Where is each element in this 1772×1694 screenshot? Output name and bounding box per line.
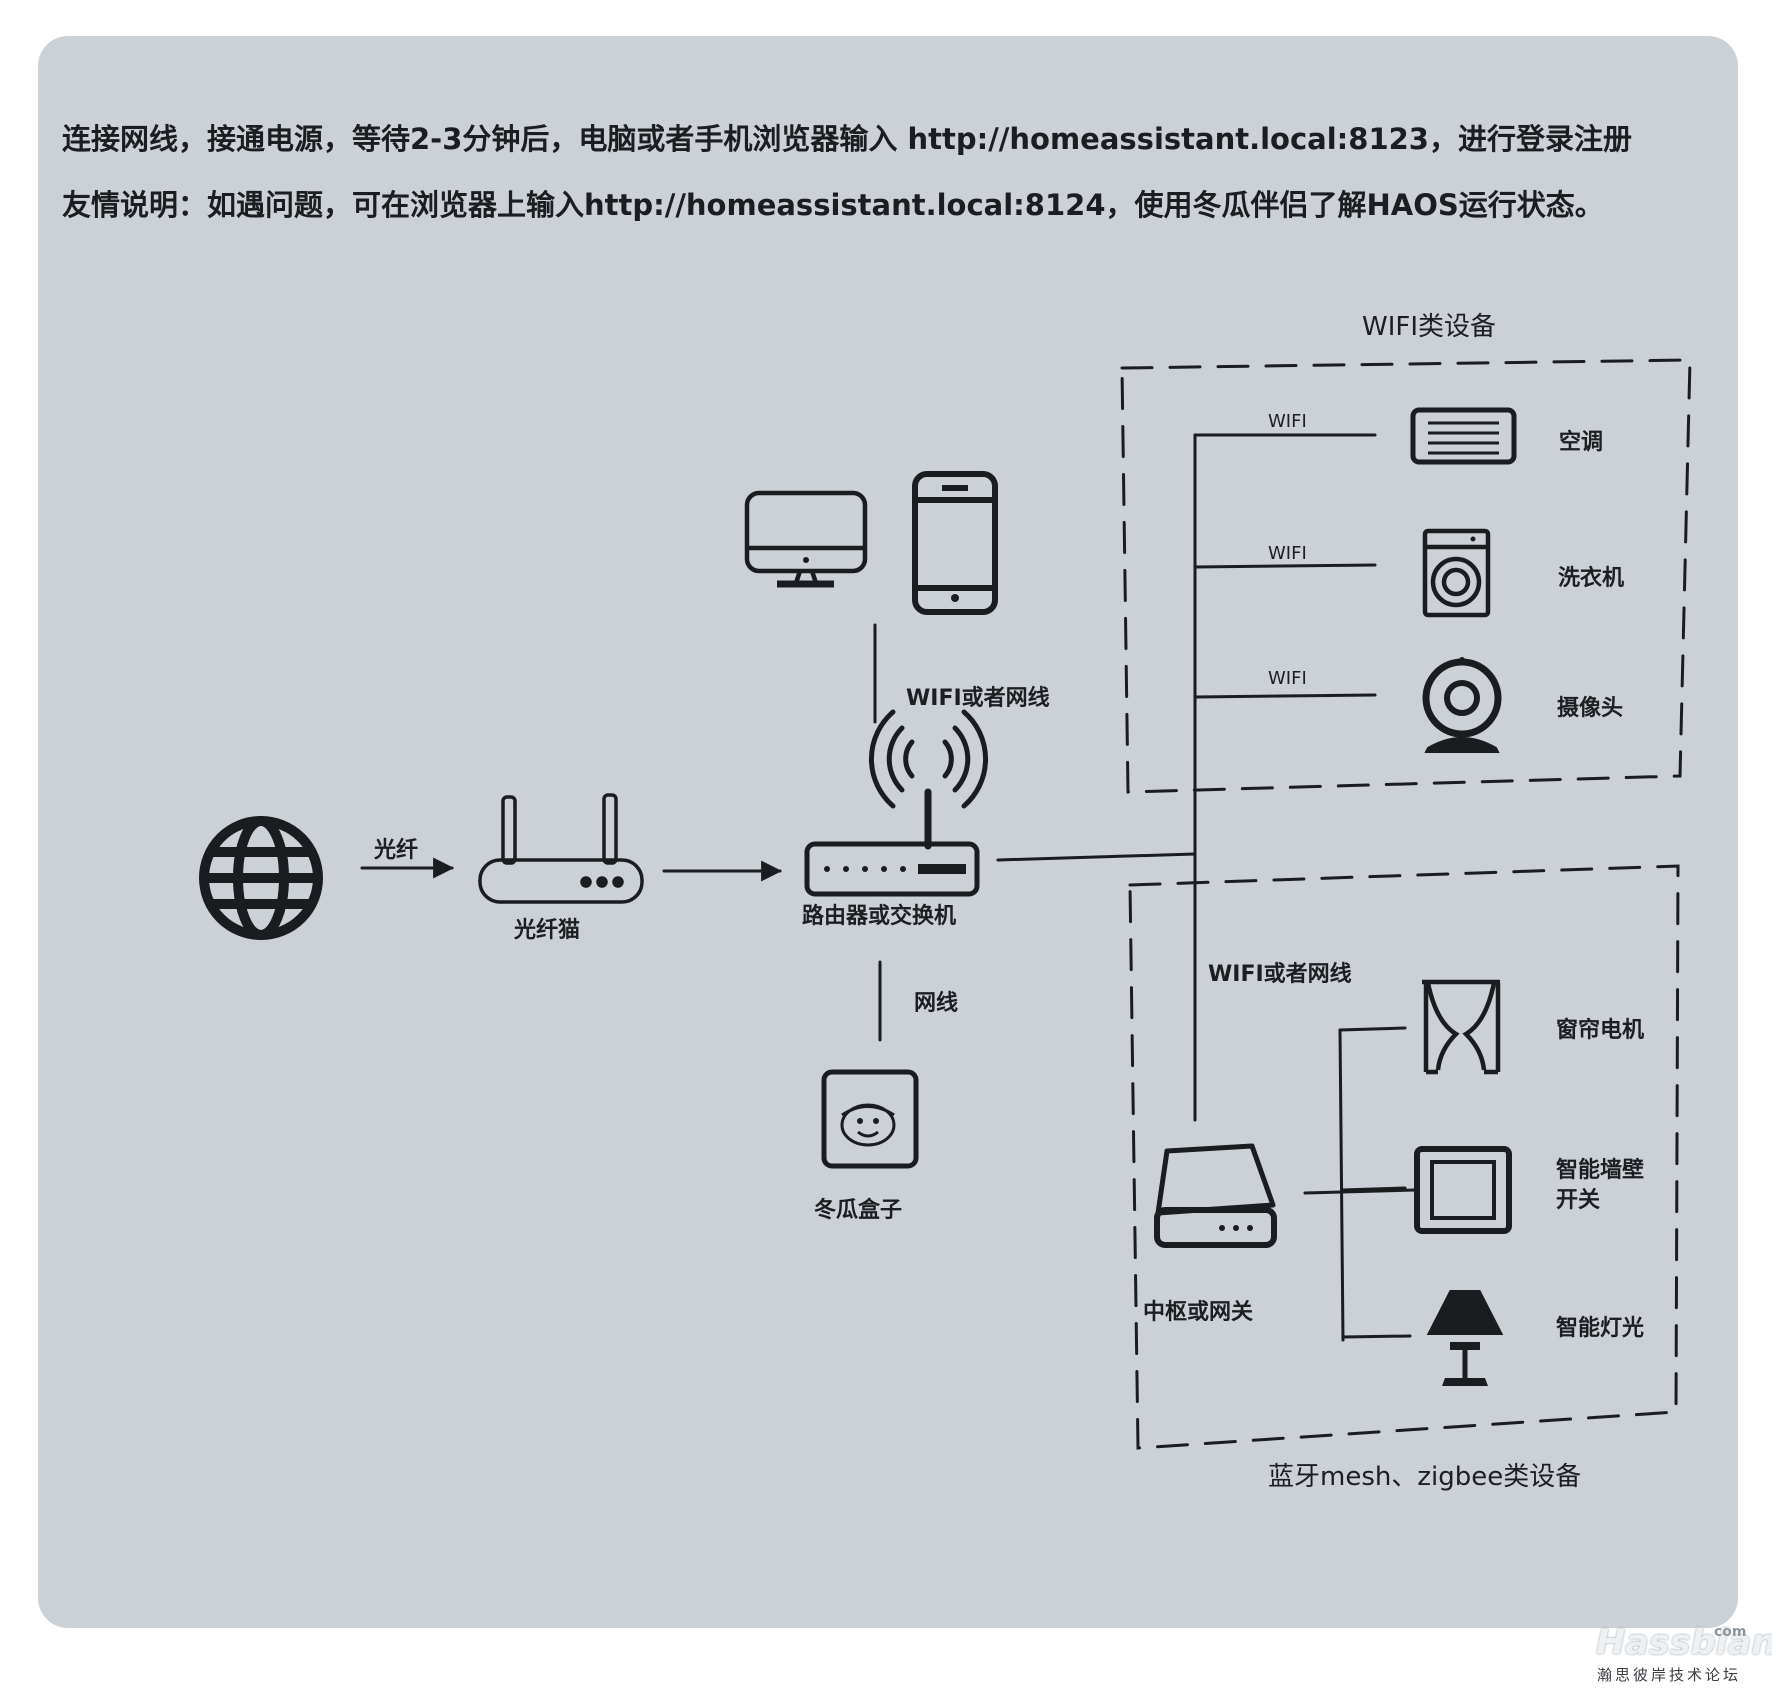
hub-label: 中枢或网关 — [1143, 1300, 1254, 1325]
washing-machine-icon — [1422, 528, 1491, 618]
device-label-curtain: 窗帘电机 — [1556, 1018, 1645, 1043]
hub-link-label: WIFI或者网线 — [1208, 962, 1352, 987]
router-label: 路由器或交换机 — [802, 904, 957, 929]
modem-label: 光纤猫 — [514, 918, 581, 943]
box-icon — [821, 1069, 919, 1169]
wifi-router-icon — [804, 709, 988, 897]
wall-switch-icon — [1414, 1146, 1512, 1234]
mesh-bus-line — [1338, 1028, 1345, 1342]
watermark-brand: Hassbian — [1596, 1623, 1772, 1663]
hub-icon — [1154, 1143, 1277, 1248]
device-label-camera: 摄像头 — [1557, 696, 1624, 721]
globe-icon — [199, 816, 323, 940]
clients-link-label: WIFI或者网线 — [906, 686, 1050, 711]
box-link-label: 网线 — [914, 991, 959, 1016]
watermark-subtitle: 瀚思彼岸技术论坛 — [1597, 1666, 1742, 1684]
mesh-group-title: 蓝牙mesh、zigbee类设备 — [1268, 1462, 1582, 1492]
device-label-ac: 空调 — [1559, 430, 1604, 455]
camera-link-line — [1193, 693, 1377, 699]
wifi-link-label: WIFI — [1268, 543, 1307, 564]
fiber-modem-icon — [478, 793, 644, 904]
hub-link-line — [1303, 1188, 1417, 1195]
wifi-link-label: WIFI — [1268, 668, 1307, 689]
intro-line-1: 连接网线，接通电源，等待2-3分钟后，电脑或者手机浏览器输入 http://ho… — [62, 122, 1632, 156]
lamp-link-line — [1341, 1334, 1412, 1339]
watermark-suffix: com — [1714, 1624, 1747, 1640]
camera-icon — [1422, 657, 1502, 753]
wifi-group-box — [1120, 358, 1692, 794]
lamp-icon — [1426, 1290, 1504, 1386]
wifi-link-label: WIFI — [1268, 411, 1307, 432]
document-page — [38, 36, 1738, 1628]
fiber-link-label: 光纤 — [374, 838, 419, 863]
device-label-lamp: 智能灯光 — [1556, 1316, 1645, 1341]
mesh-group-box — [1128, 864, 1680, 1450]
monitor-icon — [744, 490, 868, 588]
intro-line-2: 友情说明：如遇问题，可在浏览器上输入http://homeassistant.l… — [62, 188, 1604, 222]
device-label-switch: 智能墙壁 — [1556, 1158, 1645, 1183]
connection-lines — [360, 433, 1417, 1342]
device-label-switch-2: 开关 — [1556, 1188, 1601, 1213]
curtain-icon — [1422, 979, 1501, 1075]
router-trunk-line — [996, 852, 1197, 862]
smartphone-icon — [912, 471, 998, 615]
air-conditioner-icon — [1410, 407, 1517, 465]
washer-link-line — [1193, 563, 1377, 569]
wifi-group-title: WIFI类设备 — [1362, 312, 1496, 342]
device-label-washer: 洗衣机 — [1558, 566, 1625, 591]
switch-link-line — [1340, 1186, 1407, 1192]
curtain-link-line — [1338, 1026, 1407, 1032]
box-label: 冬瓜盒子 — [814, 1198, 903, 1223]
